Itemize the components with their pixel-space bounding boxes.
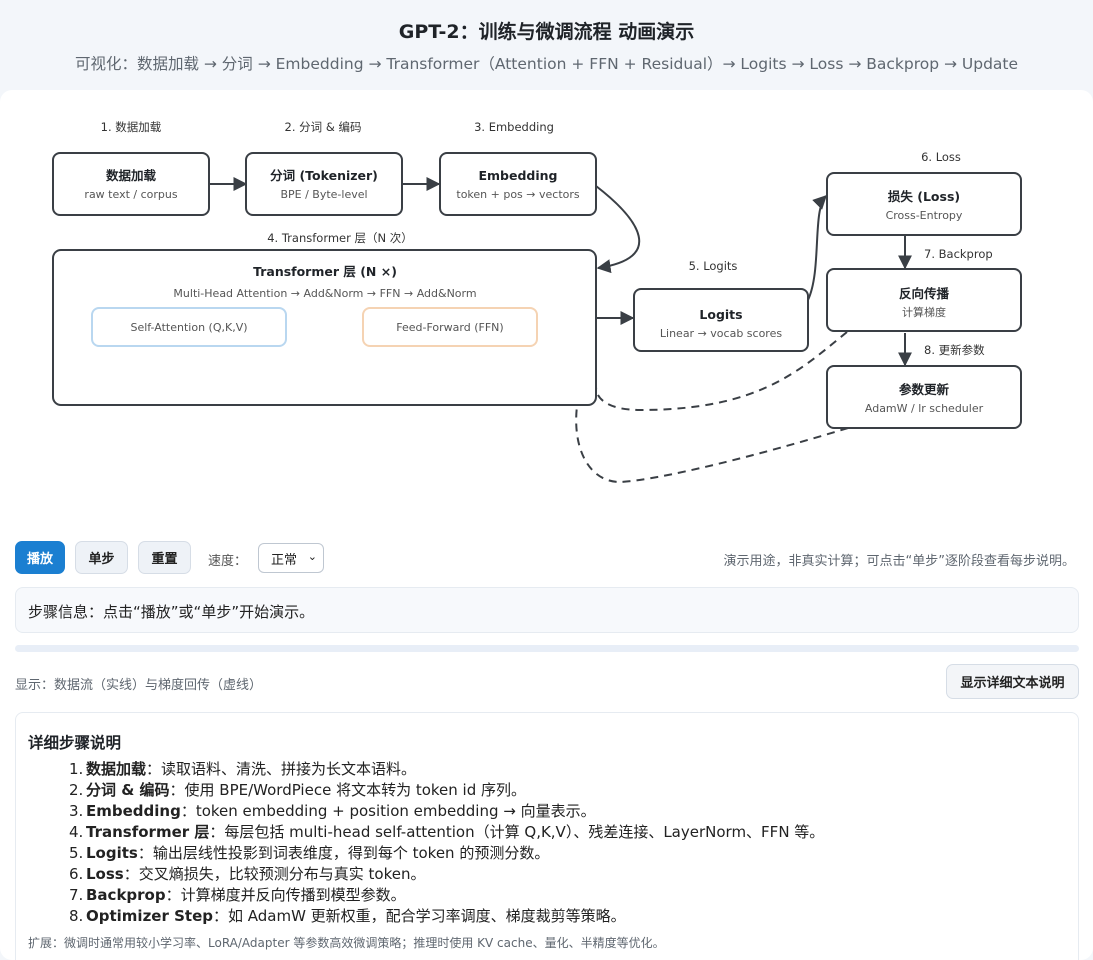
details-panel: 详细步骤说明 1.数据加载：读取语料、清洗、拼接为长文本语料。 2.分词 & 编…	[15, 712, 1079, 960]
pipeline-diagram: 1. 数据加载 2. 分词 & 编码 3. Embedding 4. Trans…	[52, 120, 1022, 484]
node-loss[interactable]: 损失 (Loss) Cross-Entropy	[826, 172, 1022, 236]
node-subtitle: raw text / corpus	[84, 188, 177, 201]
page-subtitle: 可视化：数据加载 → 分词 → Embedding → Transformer（…	[74, 55, 1019, 73]
list-item: 8.Optimizer Step：如 AdamW 更新权重，配合学习率调度、梯度…	[69, 907, 626, 925]
node-subtitle: BPE / Byte-level	[280, 188, 367, 201]
node-transformer[interactable]: Transformer 层 (N ×) Multi-Head Attention…	[52, 249, 597, 406]
node-subtitle: Linear → vocab scores	[660, 327, 782, 340]
node-embedding[interactable]: Embedding token + pos → vectors	[439, 152, 597, 216]
attention-block[interactable]	[91, 307, 287, 347]
node-title: 数据加载	[105, 168, 157, 183]
node-data-loading[interactable]: 数据加载 raw text / corpus	[52, 152, 210, 216]
speed-select[interactable]: 正常 ⌄	[258, 543, 324, 573]
attention-label: Self-Attention (Q,K,V)	[130, 321, 247, 334]
ffn-label: Feed-Forward (FFN)	[396, 321, 503, 334]
stage-label-6: 6. Loss	[921, 150, 961, 164]
node-logits[interactable]: Logits Linear → vocab scores	[633, 288, 809, 352]
list-item: 7.Backprop：计算梯度并反向传播到模型参数。	[69, 886, 406, 904]
step-button[interactable]: 单步	[75, 541, 128, 574]
node-subtitle: token + pos → vectors	[456, 188, 580, 201]
stage-label-7: 7. Backprop	[924, 247, 993, 261]
stage-label-1: 1. 数据加载	[101, 120, 162, 134]
stage-label-4: 4. Transformer 层（N 次）	[267, 231, 413, 245]
chevron-down-icon: ⌄	[307, 550, 317, 563]
gradient-update-to-transformer	[575, 405, 849, 484]
page-header: GPT-2：训练与微调流程 动画演示 可视化：数据加载 → 分词 → Embed…	[0, 0, 1093, 90]
details-title: 详细步骤说明	[28, 734, 122, 752]
demo-hint: 演示用途，非真实计算；可点击“单步”逐阶段查看每步说明。	[723, 554, 1075, 569]
node-title: Embedding	[478, 168, 557, 183]
node-title: 分词 (Tokenizer)	[270, 168, 378, 183]
list-item: 3.Embedding：token embedding + position e…	[69, 802, 596, 820]
list-item: 6.Loss：交叉熵损失，比较预测分布与真实 token。	[69, 865, 426, 883]
stage-label-2: 2. 分词 & 编码	[285, 120, 362, 134]
list-item: 4.Transformer 层：每层包括 multi-head self-att…	[69, 823, 825, 841]
flow-legend: 显示：数据流（实线）与梯度回传（虚线）	[15, 678, 263, 693]
node-subtitle: 计算梯度	[902, 305, 946, 319]
stage-label-3: 3. Embedding	[474, 120, 554, 134]
speed-label: 速度：	[208, 554, 248, 569]
page-title: GPT-2：训练与微调流程 动画演示	[398, 21, 695, 43]
stage-label-8: 8. 更新参数	[924, 343, 985, 357]
play-button[interactable]: 播放	[15, 541, 65, 574]
node-backprop[interactable]: 反向传播 计算梯度	[826, 268, 1022, 332]
show-details-button[interactable]: 显示详细文本说明	[946, 664, 1079, 699]
stage-label-5: 5. Logits	[689, 259, 738, 273]
details-list: 1.数据加载：读取语料、清洗、拼接为长文本语料。 2.分词 & 编码：使用 BP…	[69, 759, 824, 927]
list-item: 1.数据加载：读取语料、清洗、拼接为长文本语料。	[69, 760, 417, 778]
node-title: Logits	[699, 307, 742, 322]
node-subtitle: Multi-Head Attention → Add&Norm → FFN → …	[173, 287, 476, 300]
node-subtitle: Cross-Entropy	[886, 209, 963, 222]
step-info: 步骤信息：点击“播放”或“单步”开始演示。	[15, 587, 1079, 633]
details-extra-note: 扩展：微调时通常用较小学习率、LoRA/Adapter 等参数高效微调策略；推理…	[28, 936, 665, 950]
ffn-block[interactable]	[362, 307, 538, 347]
node-subtitle: AdamW / lr scheduler	[865, 402, 984, 415]
list-item: 2.分词 & 编码：使用 BPE/WordPiece 将文本转为 token i…	[69, 781, 527, 799]
node-title: 参数更新	[899, 382, 950, 397]
node-title: Transformer 层 (N ×)	[253, 264, 397, 279]
list-item: 5.Logits：输出层线性投影到词表维度，得到每个 token 的预测分数。	[69, 844, 550, 862]
node-title: 反向传播	[899, 286, 950, 301]
node-update[interactable]: 参数更新 AdamW / lr scheduler	[826, 365, 1022, 429]
arrow-embedding-to-transformer	[595, 185, 641, 274]
node-title: 损失 (Loss)	[888, 189, 960, 204]
speed-value: 正常	[271, 552, 298, 568]
reset-button[interactable]: 重置	[138, 541, 191, 574]
node-tokenizer[interactable]: 分词 (Tokenizer) BPE / Byte-level	[245, 152, 403, 216]
progress-bar	[15, 645, 1079, 652]
arrow-logits-to-loss	[807, 195, 827, 301]
